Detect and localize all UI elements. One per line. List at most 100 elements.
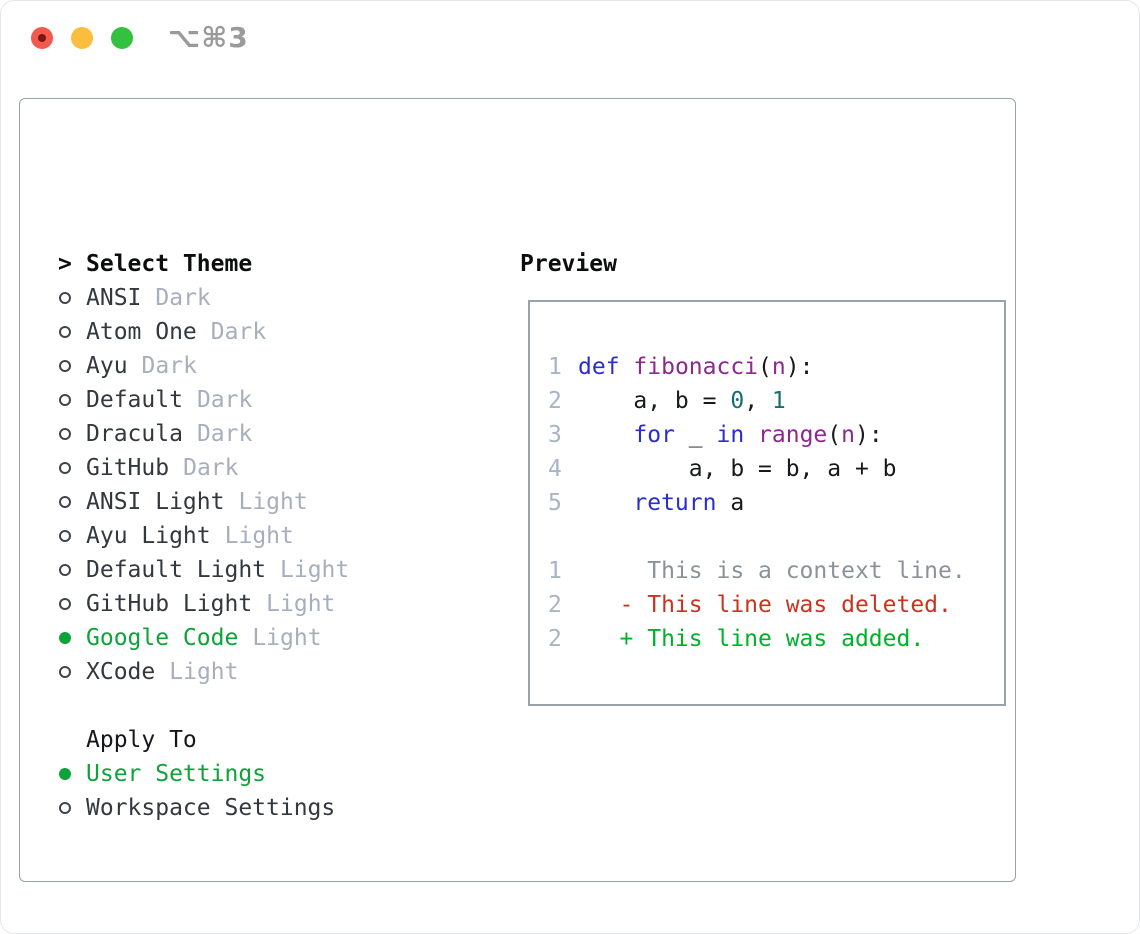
theme-option-xcode-variant-tag: Light: [169, 659, 239, 685]
selection-caret: >: [58, 251, 72, 277]
code-token: n: [771, 354, 786, 380]
theme-option-default-radio: [58, 394, 86, 406]
theme-option-ayu-light-variant-tag: Light: [224, 523, 294, 549]
radio-icon: [59, 598, 71, 610]
radio-icon: [59, 496, 71, 508]
unsaved-dot-icon: [38, 34, 46, 42]
theme-option-ansi-radio: [58, 292, 86, 304]
code-token: def: [578, 354, 620, 380]
theme-option-ayu-variant-tag: Dark: [141, 353, 197, 379]
code-token: a: [716, 490, 745, 516]
theme-option-github-light-variant-tag: Light: [266, 591, 336, 617]
close-button[interactable]: [31, 27, 53, 49]
code-token: + This line was added.: [578, 626, 925, 652]
theme-option-google-code-radio: [58, 632, 86, 644]
line-number: 2: [548, 388, 562, 414]
theme-option-github-variant-tag: Dark: [183, 455, 239, 481]
theme-option-default-light-radio: [58, 564, 86, 576]
theme-option-dracula-variant-tag: Dark: [196, 421, 253, 447]
preview-line-8: 2 - This line was deleted.: [548, 588, 1004, 622]
code-token: 0: [730, 388, 745, 414]
theme-option-ansi-light-radio: [58, 496, 86, 508]
theme-option-google-code-label: Google Code: [86, 625, 239, 651]
radio-selected-icon: [59, 632, 71, 644]
theme-option-dracula-label: Dracula: [86, 421, 183, 447]
apply-option-workspace-settings-radio: [58, 802, 86, 814]
apply-option-user-settings-radio: [58, 768, 86, 780]
line-number: 1: [548, 354, 562, 380]
code-token: return: [633, 490, 717, 516]
help-line-1: (Use Enter to select, Tab to: [58, 927, 446, 933]
theme-option-ansi-label: ANSI: [86, 285, 142, 311]
zoom-button[interactable]: [111, 27, 133, 49]
radio-icon: [59, 530, 71, 542]
apply-option-user-settings[interactable]: User Settings: [58, 757, 335, 791]
theme-option-ayu-light[interactable]: Ayu Light Light: [58, 519, 349, 553]
theme-option-ayu-radio: [58, 360, 86, 372]
radio-icon: [59, 394, 71, 406]
preview-line-6: [548, 520, 1004, 554]
radio-icon: [59, 428, 71, 440]
theme-option-atom-one-label: Atom One: [86, 319, 197, 345]
theme-option-google-code[interactable]: Google Code Light: [58, 621, 349, 655]
theme-option-ansi-variant-tag: Dark: [155, 285, 211, 311]
theme-option-ayu-light-label: Ayu Light: [86, 523, 211, 549]
radio-selected-icon: [59, 768, 71, 780]
code-token: a, b =: [578, 388, 731, 414]
code-token: ):: [855, 422, 883, 448]
code-token: - This line was deleted.: [578, 592, 952, 618]
code-token: fibonacci: [633, 354, 759, 380]
theme-option-default-light-label: Default Light: [86, 557, 267, 583]
window-shortcut-label: ⌥⌘3: [168, 21, 249, 54]
theme-option-default-label: Default: [86, 387, 183, 413]
theme-option-github-light-label: GitHub Light: [86, 591, 253, 617]
theme-option-google-code-variant-tag: Light: [252, 625, 322, 651]
apply-to-title: Apply To: [86, 727, 197, 753]
theme-option-default-light-variant-tag: Light: [280, 557, 350, 583]
line-number: 2: [548, 592, 562, 618]
theme-option-default-light[interactable]: Default Light Light: [58, 553, 349, 587]
code-token: _: [674, 422, 717, 448]
help-text: (Use Enter to select, Tab to change focu…: [58, 859, 446, 933]
code-token: 1: [771, 388, 786, 414]
code-token: [620, 354, 634, 380]
radio-icon: [59, 360, 71, 372]
line-number: 2: [548, 626, 562, 652]
preview-line-9: 2 + This line was added.: [548, 622, 1004, 656]
code-token: (: [827, 422, 842, 448]
code-token: [744, 422, 758, 448]
theme-option-github-radio: [58, 462, 86, 474]
theme-option-ansi[interactable]: ANSI Dark: [58, 281, 349, 315]
theme-option-xcode-radio: [58, 666, 86, 678]
theme-option-ansi-light-label: ANSI Light: [86, 489, 225, 515]
radio-icon: [59, 326, 71, 338]
radio-icon: [59, 666, 71, 678]
radio-icon: [59, 292, 71, 304]
preview-line-7: 1 This is a context line.: [548, 554, 1004, 588]
theme-option-dracula-radio: [58, 428, 86, 440]
code-token: This is a context line.: [578, 558, 966, 584]
minimize-button[interactable]: [71, 27, 93, 49]
preview-line-3: 3 for _ in range(n):: [548, 418, 1004, 452]
line-number: 3: [548, 422, 562, 448]
theme-option-atom-one-radio: [58, 326, 86, 338]
theme-option-dracula[interactable]: Dracula Dark: [58, 417, 349, 451]
apply-to-header: Apply To: [58, 723, 335, 757]
code-token: in: [716, 422, 745, 448]
code-token: range: [758, 422, 828, 448]
preview-line-5: 5 return a: [548, 486, 1004, 520]
line-number: 4: [548, 456, 562, 482]
apply-option-workspace-settings-label: Workspace Settings: [86, 795, 336, 821]
theme-option-github-light[interactable]: GitHub Light Light: [58, 587, 349, 621]
line-number: 1: [548, 558, 562, 584]
apply-option-workspace-settings[interactable]: Workspace Settings: [58, 791, 335, 825]
apply-option-user-settings-label: User Settings: [86, 761, 267, 787]
